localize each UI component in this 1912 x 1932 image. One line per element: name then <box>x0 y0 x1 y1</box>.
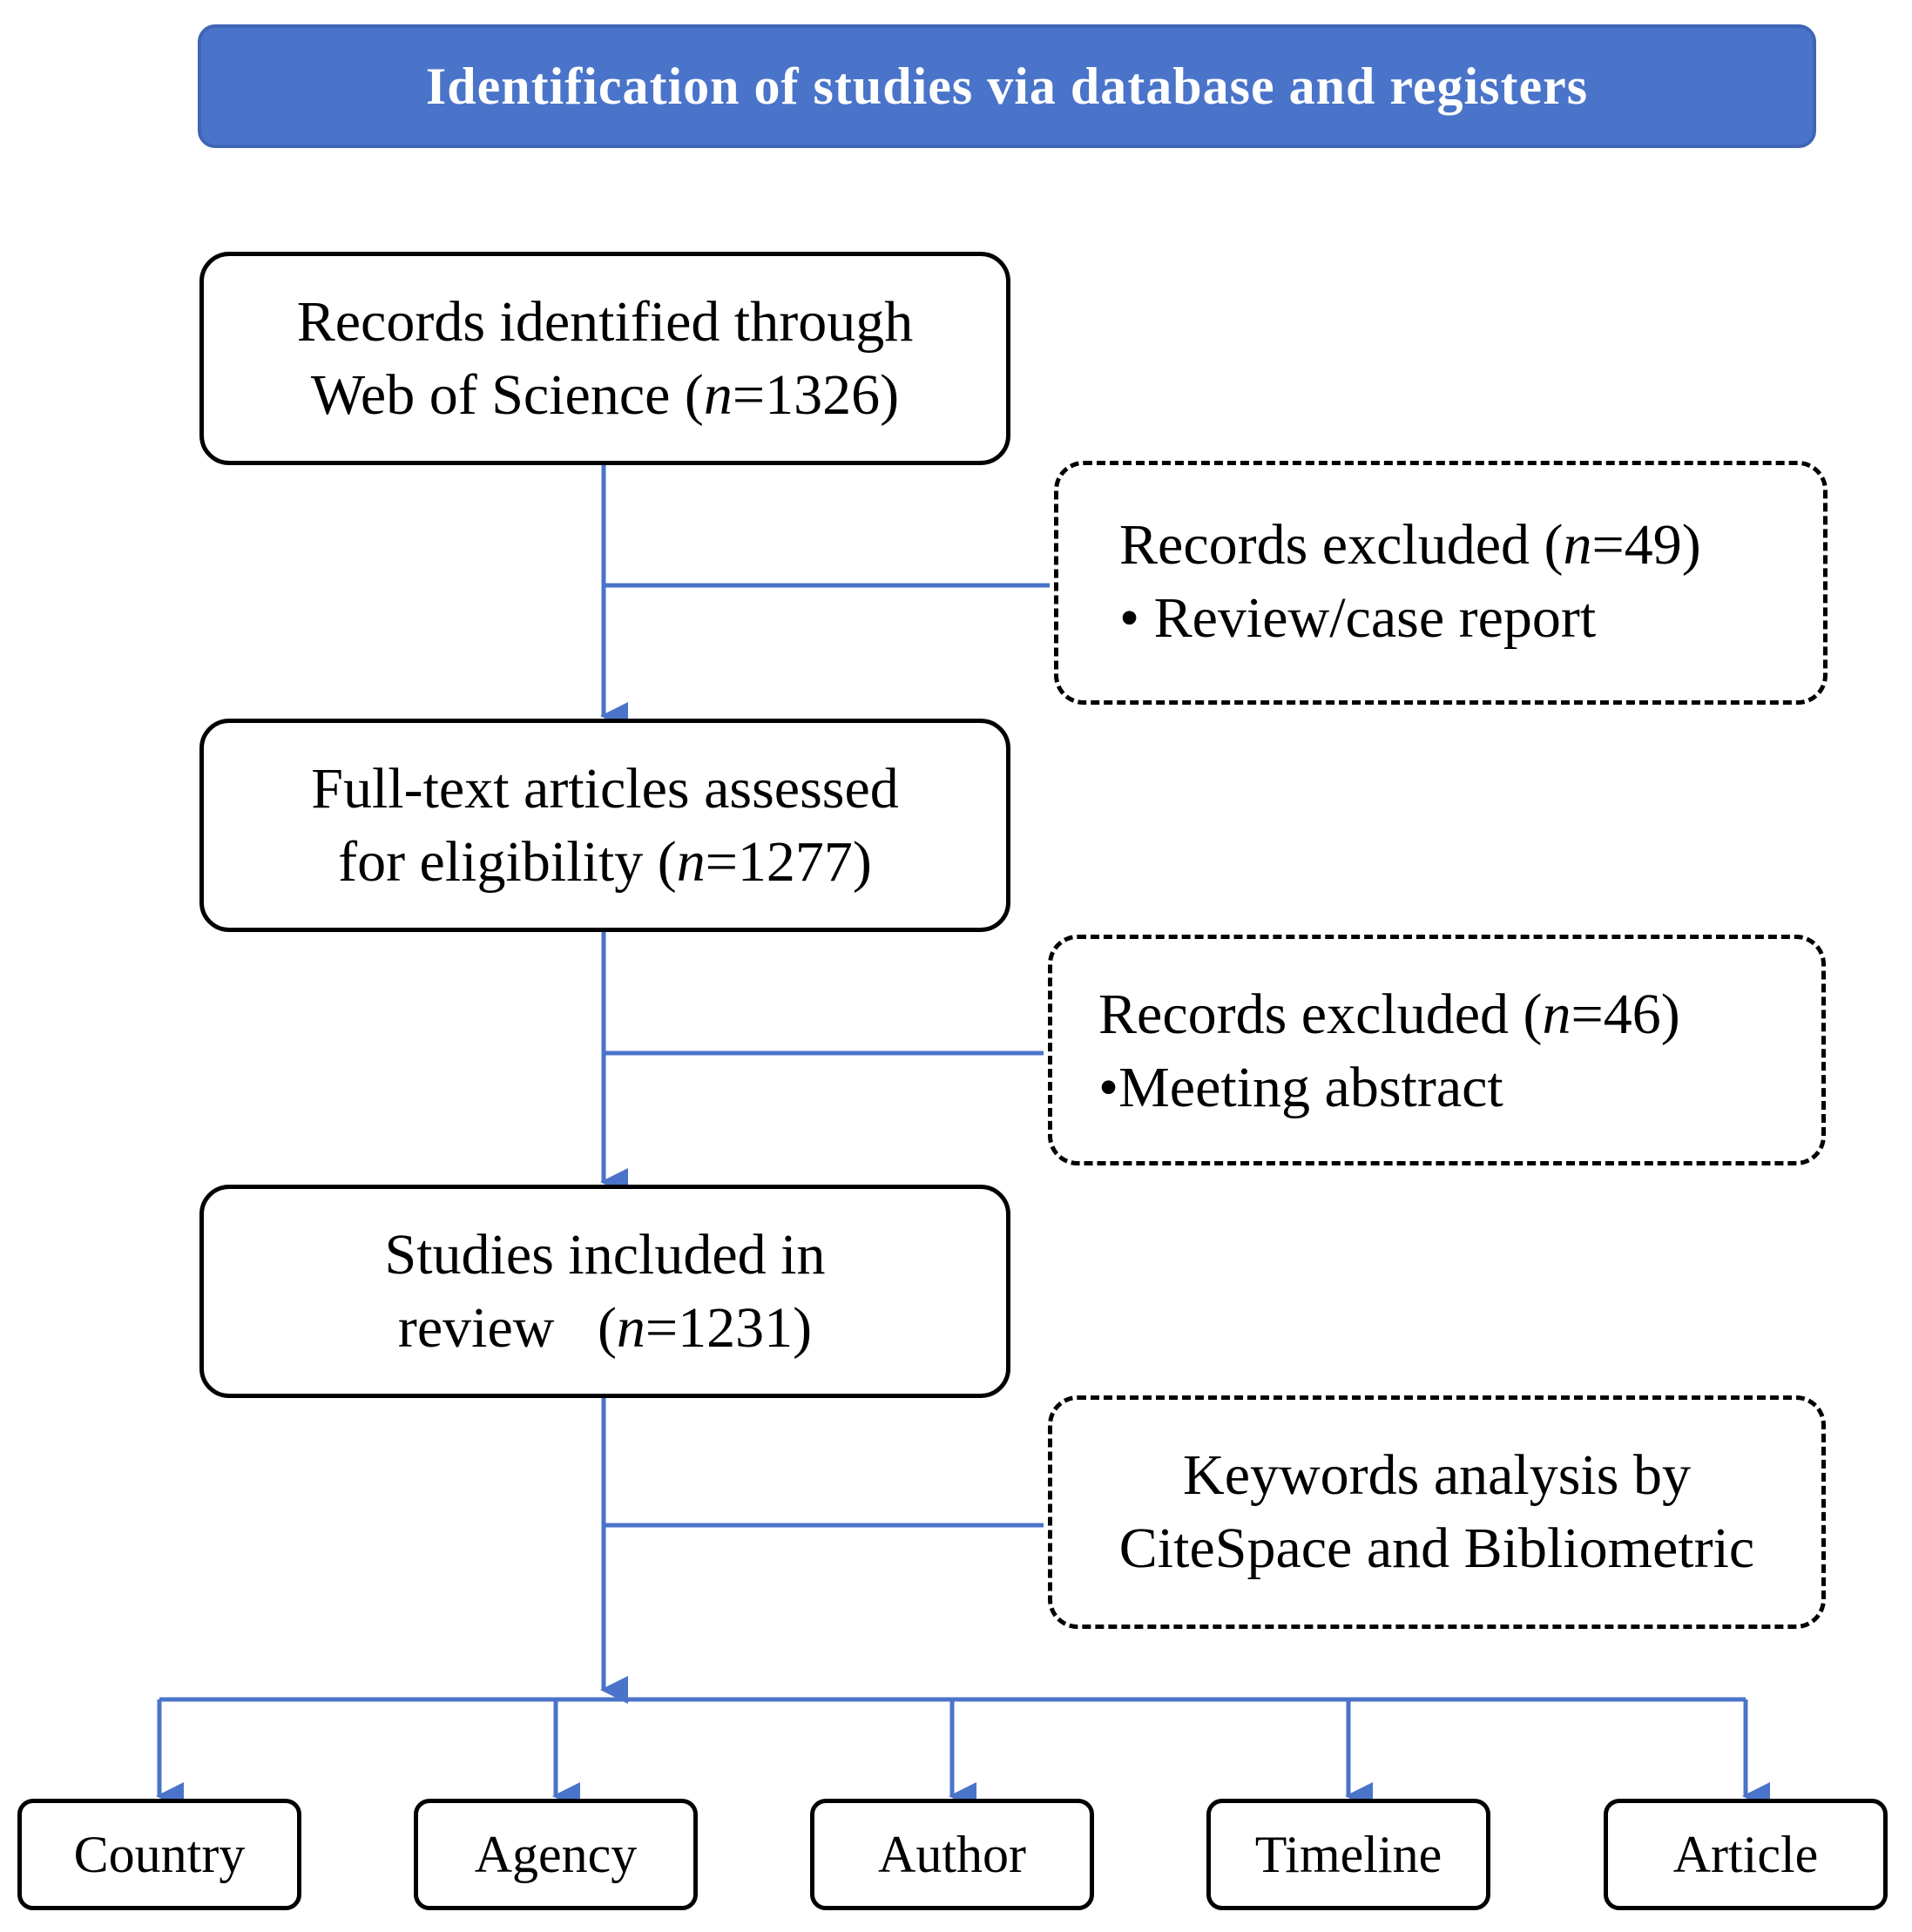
records-excluded-box-2: Records excluded (n=46) •Meeting abstrac… <box>1048 935 1826 1165</box>
exclusion-2-title: Records excluded (n=46) <box>1098 983 1680 1046</box>
category-country-label: Country <box>73 1825 246 1883</box>
records-line1: Records identified through <box>296 289 914 354</box>
section-header: Identification of studies via database a… <box>198 24 1816 148</box>
category-agency-label: Agency <box>474 1825 638 1883</box>
section-header-title: Identification of studies via database a… <box>425 57 1589 115</box>
keywords-analysis-box: Keywords analysis by CiteSpace and Bibli… <box>1048 1395 1826 1629</box>
category-timeline: Timeline <box>1206 1799 1490 1910</box>
category-country: Country <box>17 1799 301 1910</box>
exclusion-2-item: •Meeting abstract <box>1098 1056 1503 1119</box>
fulltext-assessed-box: Full-text articles assessed for eligibil… <box>199 719 1010 932</box>
exclusion-1-title: Records excluded (n=49) <box>1119 513 1701 577</box>
exclusion-1-item: • Review/case report <box>1119 586 1597 650</box>
records-identified-box: Records identified through Web of Scienc… <box>199 252 1010 465</box>
records-line2: Web of Science (n=1326) <box>310 362 900 427</box>
studies-included-box: Studies included in review (n=1231) <box>199 1185 1010 1398</box>
category-article-label: Article <box>1672 1825 1819 1883</box>
category-timeline-label: Timeline <box>1254 1825 1442 1883</box>
category-agency: Agency <box>414 1799 698 1910</box>
keywords-line2: CiteSpace and Bibliometric <box>1118 1517 1755 1580</box>
fulltext-line2: for eligibility (n=1277) <box>338 829 872 894</box>
studies-line1: Studies included in <box>384 1222 826 1287</box>
keywords-line1: Keywords analysis by <box>1183 1443 1691 1507</box>
studies-line2: review (n=1231) <box>397 1295 813 1360</box>
category-author-label: Author <box>878 1825 1026 1883</box>
category-author: Author <box>810 1799 1094 1910</box>
records-excluded-box-1: Records excluded (n=49) • Review/case re… <box>1054 461 1828 705</box>
category-article: Article <box>1604 1799 1888 1910</box>
fulltext-line1: Full-text articles assessed <box>311 756 899 821</box>
